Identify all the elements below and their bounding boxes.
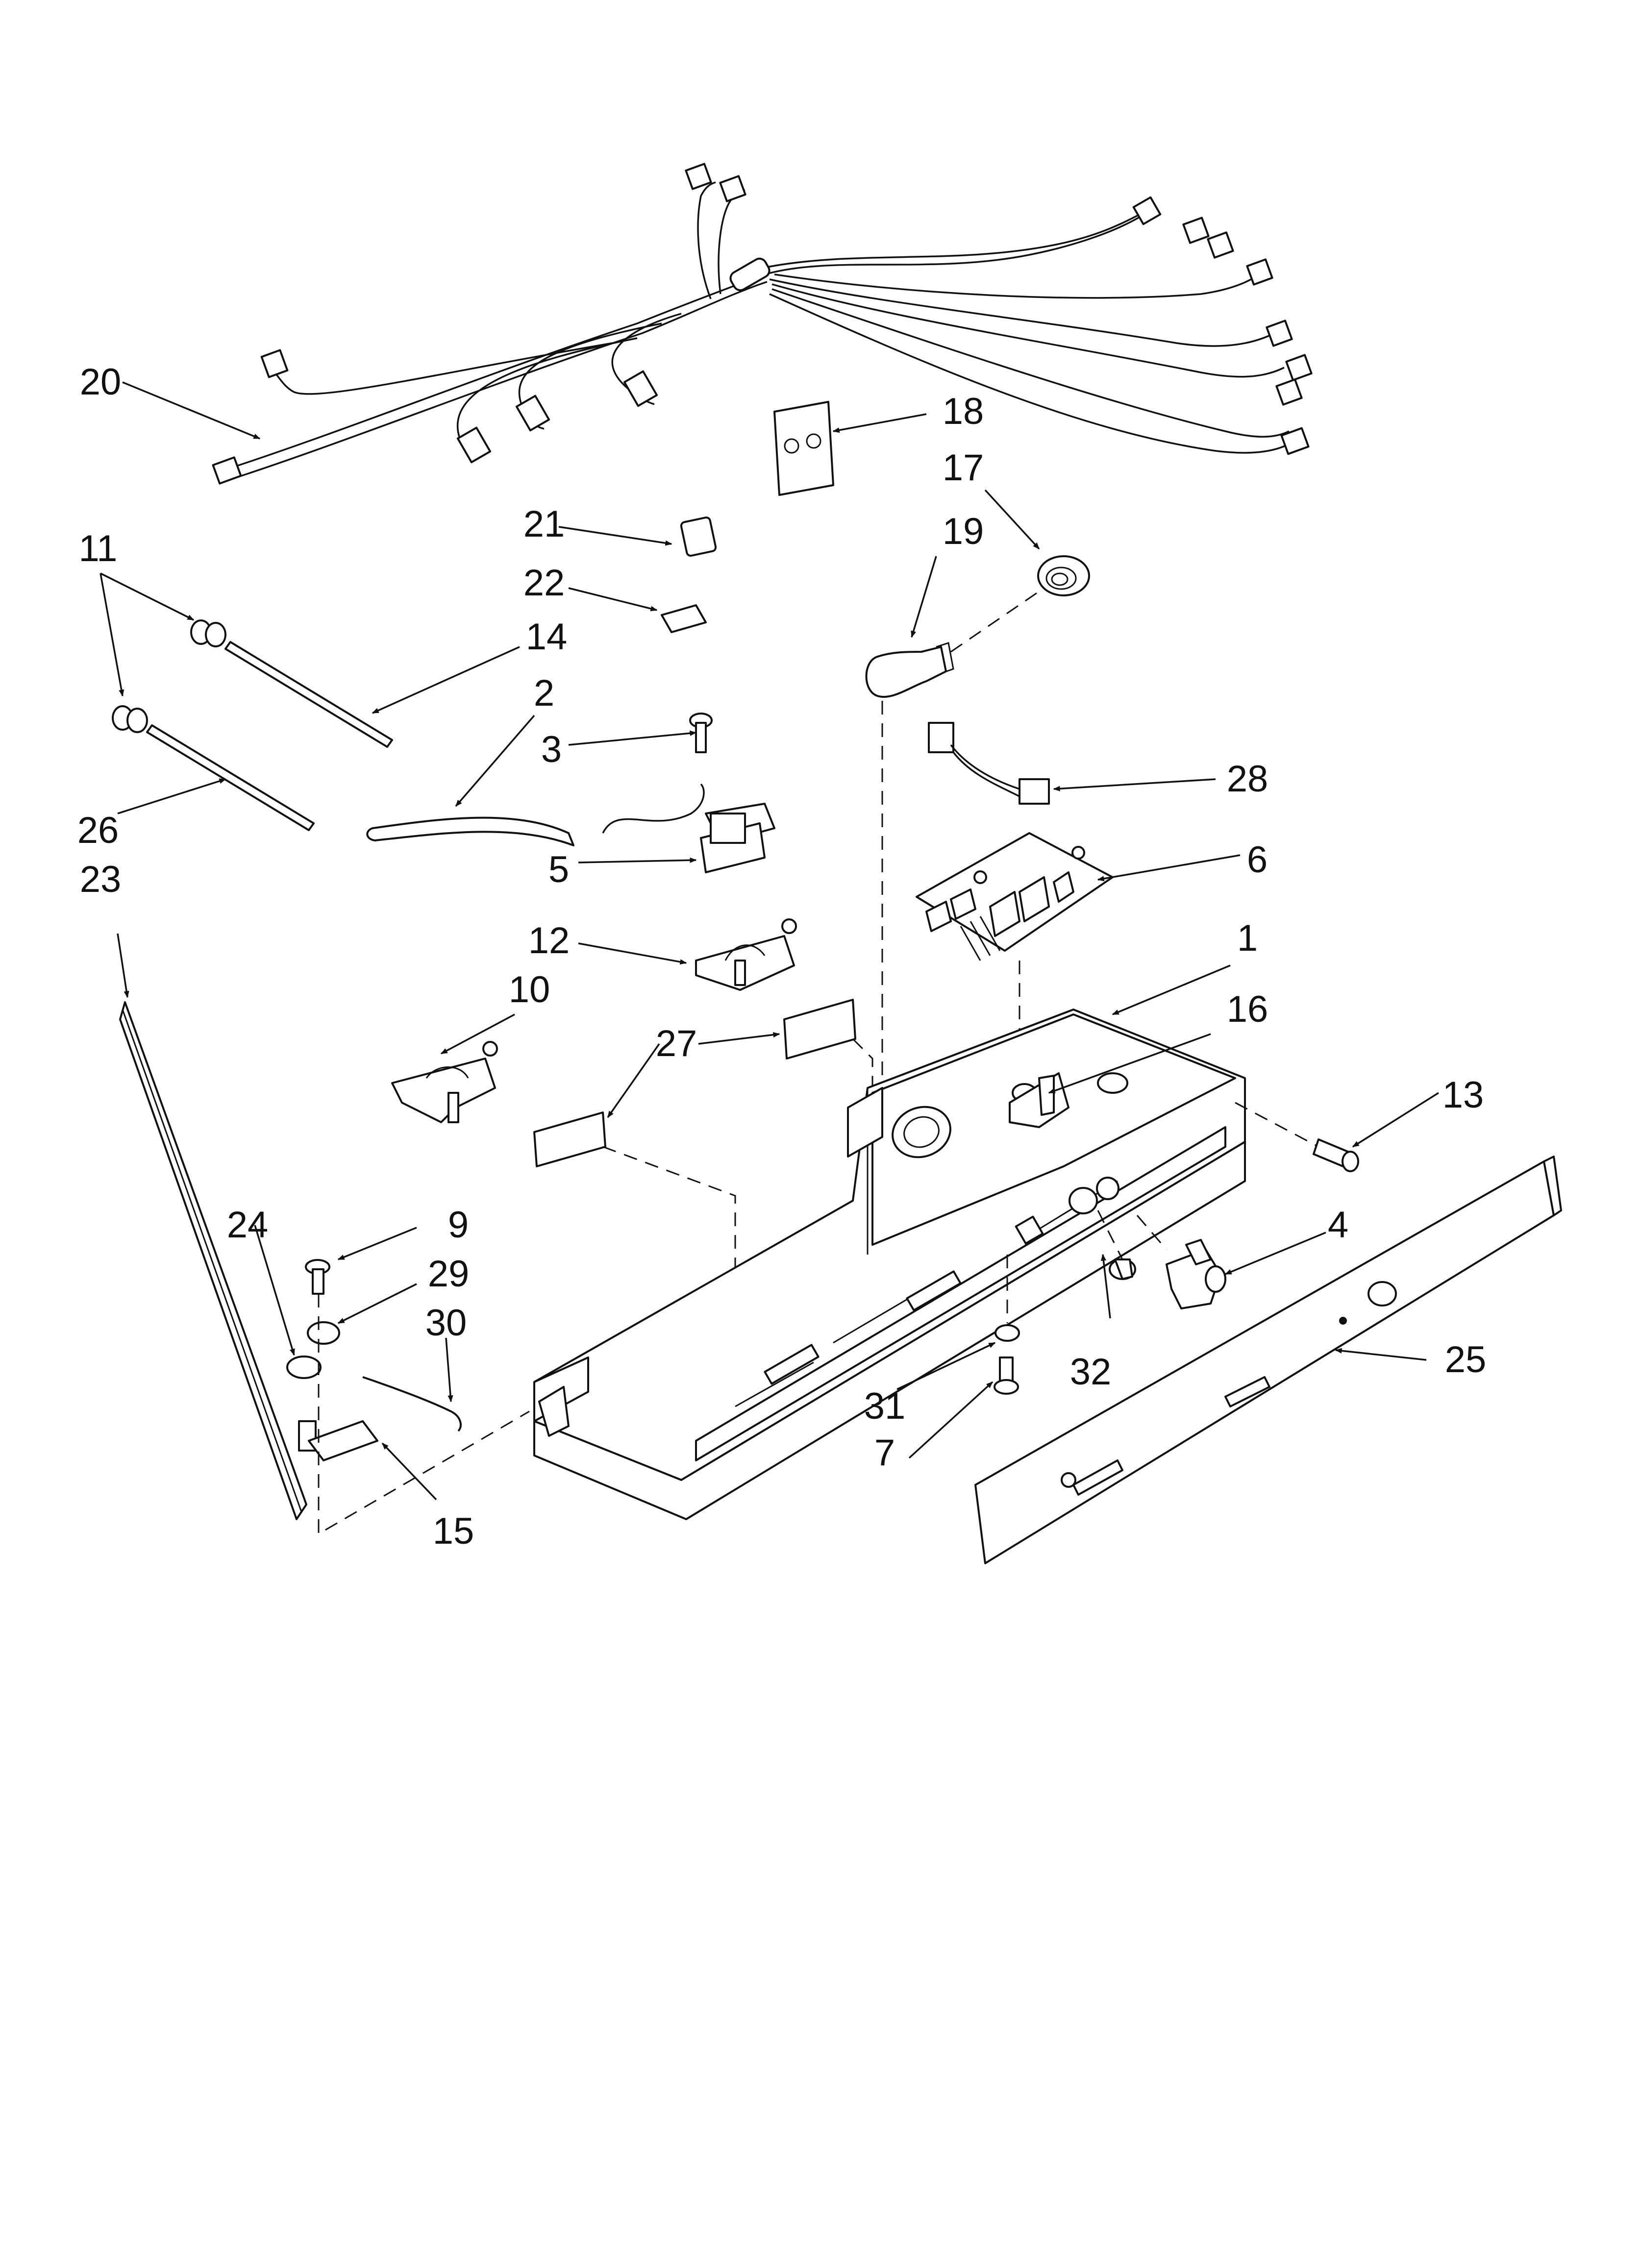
wire-harness bbox=[212, 163, 1313, 485]
part-29-washer bbox=[307, 1321, 340, 1345]
callout-7: 7 bbox=[874, 1432, 895, 1474]
callout-19: 19 bbox=[942, 511, 984, 552]
part-18-pad bbox=[773, 401, 834, 496]
part-21 bbox=[680, 517, 717, 557]
callout-20: 20 bbox=[79, 361, 122, 403]
callout-12: 12 bbox=[528, 920, 570, 961]
part-26-tube bbox=[146, 724, 315, 831]
part-14-tube bbox=[224, 641, 393, 748]
part-30-spring bbox=[362, 1376, 462, 1432]
callout-3: 3 bbox=[541, 729, 562, 770]
callout-25: 25 bbox=[1444, 1339, 1487, 1381]
part-27-label-right bbox=[783, 999, 856, 1060]
callout-22: 22 bbox=[523, 562, 565, 604]
part-2-hose bbox=[366, 816, 574, 846]
part-32-lens bbox=[1109, 1258, 1136, 1280]
part-10-bracket bbox=[391, 1041, 498, 1123]
part-16-screw bbox=[1038, 1075, 1055, 1116]
callout-13: 13 bbox=[1442, 1074, 1484, 1116]
callout-30: 30 bbox=[425, 1302, 467, 1344]
part-27-label-left bbox=[533, 1111, 606, 1167]
part-24-washer bbox=[286, 1356, 322, 1379]
part-5-relay bbox=[602, 783, 775, 873]
callout-28: 28 bbox=[1226, 758, 1268, 800]
callout-15: 15 bbox=[432, 1510, 474, 1552]
part-13-screw bbox=[1313, 1138, 1359, 1172]
callout-26: 26 bbox=[77, 810, 119, 851]
part-9-screw bbox=[305, 1259, 330, 1295]
part-15-hinge bbox=[298, 1420, 378, 1461]
callout-32: 32 bbox=[1069, 1351, 1112, 1393]
part-11-fitting-upper bbox=[190, 619, 226, 647]
callout-1: 1 bbox=[1237, 917, 1258, 959]
part-12-bracket bbox=[695, 918, 797, 991]
callout-14: 14 bbox=[525, 616, 568, 658]
callout-21: 21 bbox=[523, 503, 565, 545]
callout-17: 17 bbox=[942, 447, 984, 489]
leader-lines bbox=[99, 381, 1439, 1501]
callout-18: 18 bbox=[942, 391, 984, 432]
callout-5: 5 bbox=[548, 849, 570, 890]
callout-23: 23 bbox=[79, 859, 122, 900]
part-17-socket bbox=[1037, 555, 1090, 596]
part-31-washer bbox=[995, 1324, 1020, 1342]
callout-6: 6 bbox=[1246, 839, 1268, 881]
part-1-control-housing bbox=[533, 1009, 1246, 1520]
callout-16: 16 bbox=[1226, 988, 1268, 1030]
part-4-knob bbox=[1166, 1239, 1226, 1309]
part-6-control-board bbox=[916, 832, 1114, 961]
part-28-connector bbox=[928, 722, 1050, 805]
callout-9: 9 bbox=[448, 1204, 469, 1246]
part-7-screw bbox=[994, 1356, 1019, 1395]
callout-29: 29 bbox=[427, 1253, 470, 1295]
part-22 bbox=[661, 604, 707, 633]
callout-2: 2 bbox=[533, 672, 555, 714]
callout-24: 24 bbox=[226, 1204, 269, 1246]
callout-10: 10 bbox=[508, 969, 550, 1011]
callout-27: 27 bbox=[655, 1023, 697, 1064]
part-3-screw bbox=[689, 713, 713, 753]
part-19-bulb bbox=[865, 642, 954, 698]
callout-31: 31 bbox=[864, 1385, 906, 1427]
callout-11: 11 bbox=[78, 528, 118, 569]
part-25-trim-panel bbox=[974, 1156, 1562, 1564]
callout-4: 4 bbox=[1327, 1204, 1349, 1246]
part-11-fitting-lower bbox=[112, 705, 148, 733]
